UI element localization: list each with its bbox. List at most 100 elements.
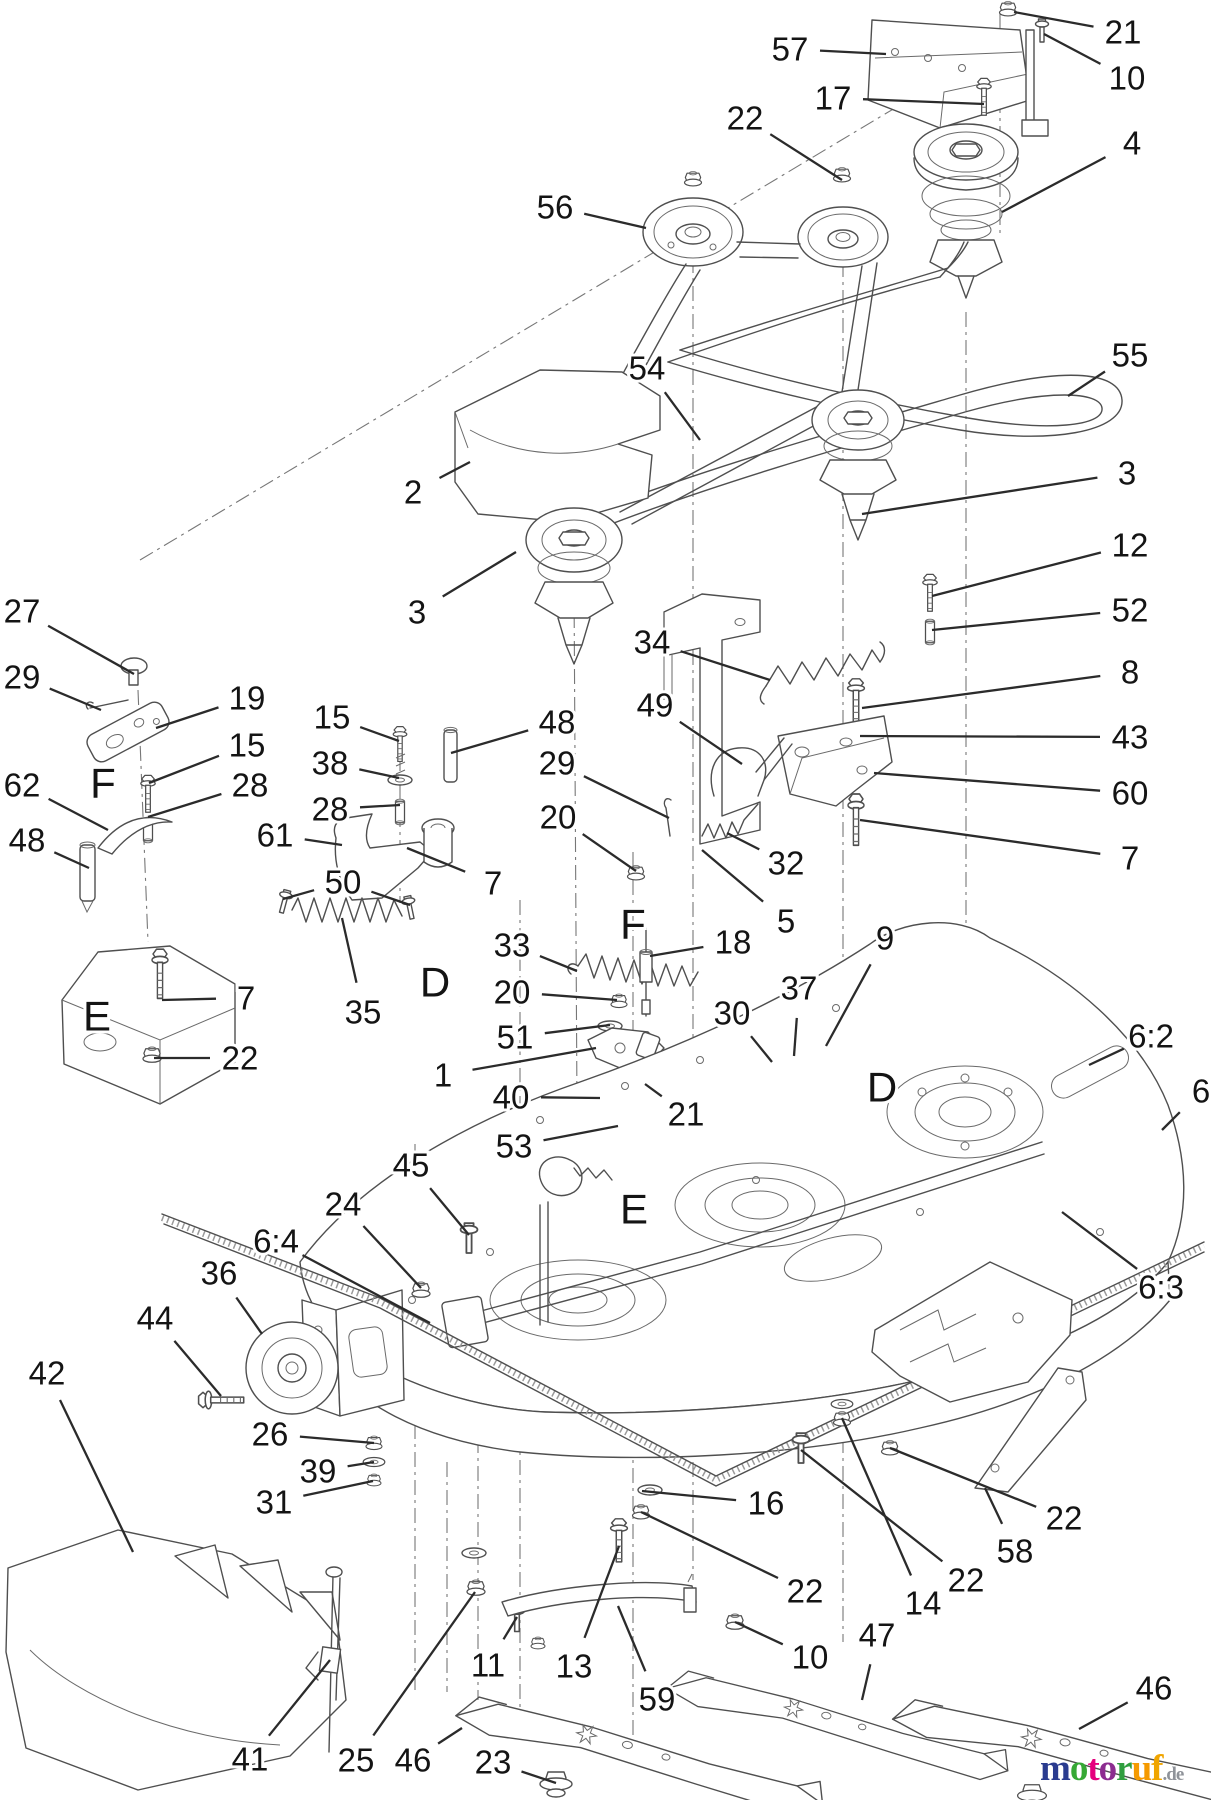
leader-line	[371, 890, 411, 907]
callout-25: 25	[338, 1742, 375, 1779]
leader-line	[679, 720, 743, 765]
callout-17: 17	[815, 80, 852, 117]
callout-38: 38	[312, 745, 349, 782]
leader-line	[701, 849, 764, 903]
cotter-pin-29	[663, 798, 672, 837]
leader-line	[472, 1046, 597, 1071]
callout-19: 19	[229, 680, 266, 717]
callout-59: 59	[639, 1681, 676, 1718]
leader-line	[340, 917, 358, 983]
leader-line	[583, 1545, 621, 1639]
leader-line	[859, 818, 1101, 855]
leader-line	[824, 963, 872, 1047]
leader-line	[47, 624, 135, 676]
callout-49: 49	[637, 687, 674, 724]
callout-6: 6	[1192, 1073, 1210, 1110]
plate-19	[86, 701, 170, 763]
leader-line	[442, 551, 517, 598]
callout-32: 32	[768, 845, 805, 882]
leader-line	[583, 775, 670, 820]
front-parts-group	[5, 1222, 900, 1791]
leader-line	[362, 1225, 422, 1289]
leader-line	[583, 212, 647, 230]
leader-line	[1161, 1111, 1181, 1131]
callout-15: 15	[229, 727, 266, 764]
callout-2: 2	[404, 474, 422, 511]
callout-33: 33	[494, 927, 531, 964]
callout-58: 58	[997, 1533, 1034, 1570]
spindle-assembly-right	[811, 389, 905, 541]
leader-line	[931, 611, 1101, 632]
belt-cover-57	[867, 19, 1031, 129]
callout-23: 23	[475, 1744, 512, 1781]
leader-line	[304, 838, 343, 847]
leader-line	[58, 1399, 135, 1553]
callout-7: 7	[1121, 840, 1139, 877]
callout-10: 10	[1109, 60, 1146, 97]
callout-24: 24	[325, 1186, 362, 1223]
callout-36: 36	[201, 1255, 238, 1292]
guard-62	[97, 816, 173, 855]
leader-line	[521, 1770, 557, 1785]
callout-44: 44	[137, 1300, 174, 1337]
leader-line	[347, 1460, 375, 1468]
callout-15: 15	[314, 699, 351, 736]
callout-39: 39	[300, 1453, 337, 1490]
callout-5: 5	[777, 903, 795, 940]
deck-skirt	[329, 1261, 1171, 1459]
callout-46: 46	[395, 1742, 432, 1779]
watermark-letter: u	[1131, 1748, 1153, 1789]
callout-48: 48	[9, 822, 46, 859]
callout-7: 7	[484, 865, 502, 902]
section-letter-F: F	[620, 901, 646, 948]
tension-hardware-group	[626, 573, 938, 881]
callout-3: 3	[408, 594, 426, 631]
callout-46: 46	[1136, 1670, 1173, 1707]
callout-60: 60	[1112, 775, 1149, 812]
leader-line	[734, 1620, 784, 1646]
leader-line	[680, 650, 771, 682]
callout-22: 22	[727, 100, 764, 137]
idler-bracket-60	[777, 715, 893, 807]
callout-51: 51	[497, 1019, 534, 1056]
pin-48-mid	[443, 729, 458, 783]
callout-22: 22	[222, 1040, 259, 1077]
frame-rail	[441, 1141, 1045, 1349]
channel-bracket-5	[663, 593, 761, 845]
leader-line	[860, 1663, 872, 1701]
spindle-assembly-left	[525, 507, 623, 665]
watermark-letter: r	[1116, 1748, 1132, 1789]
leader-line	[282, 889, 315, 901]
callout-21: 21	[1105, 14, 1142, 51]
leader-line	[1061, 1211, 1138, 1270]
callout-45: 45	[393, 1147, 430, 1184]
leader-line	[861, 674, 1101, 710]
section-letter-D: D	[867, 1064, 897, 1111]
idler-pulley-56	[642, 170, 744, 267]
callout-6:3: 6:3	[1138, 1269, 1184, 1306]
leader-line	[983, 1487, 1004, 1525]
callout-61: 61	[257, 817, 294, 854]
callout-6:4: 6:4	[253, 1223, 299, 1260]
leader-line	[663, 391, 701, 441]
callout-29: 29	[4, 659, 41, 696]
callout-47: 47	[859, 1617, 896, 1654]
blade-bolt-23	[539, 1771, 573, 1798]
callout-28: 28	[232, 767, 269, 804]
callout-21: 21	[668, 1096, 705, 1133]
callout-22: 22	[787, 1573, 824, 1610]
leader-line	[1001, 156, 1107, 214]
section-letter-E: E	[83, 993, 111, 1040]
callout-48: 48	[539, 704, 576, 741]
leader-line	[299, 1435, 375, 1445]
callout-40: 40	[493, 1079, 530, 1116]
leader-line	[859, 734, 1101, 739]
leader-line	[750, 1035, 773, 1063]
construction-lines	[137, 14, 1001, 1735]
callout-16: 16	[748, 1485, 785, 1522]
callout-3: 3	[1118, 455, 1136, 492]
callout-31: 31	[256, 1484, 293, 1521]
deck-holes	[408, 1004, 1104, 1304]
belt-cover-2	[454, 369, 661, 562]
spindle-assembly-4	[913, 123, 1019, 299]
